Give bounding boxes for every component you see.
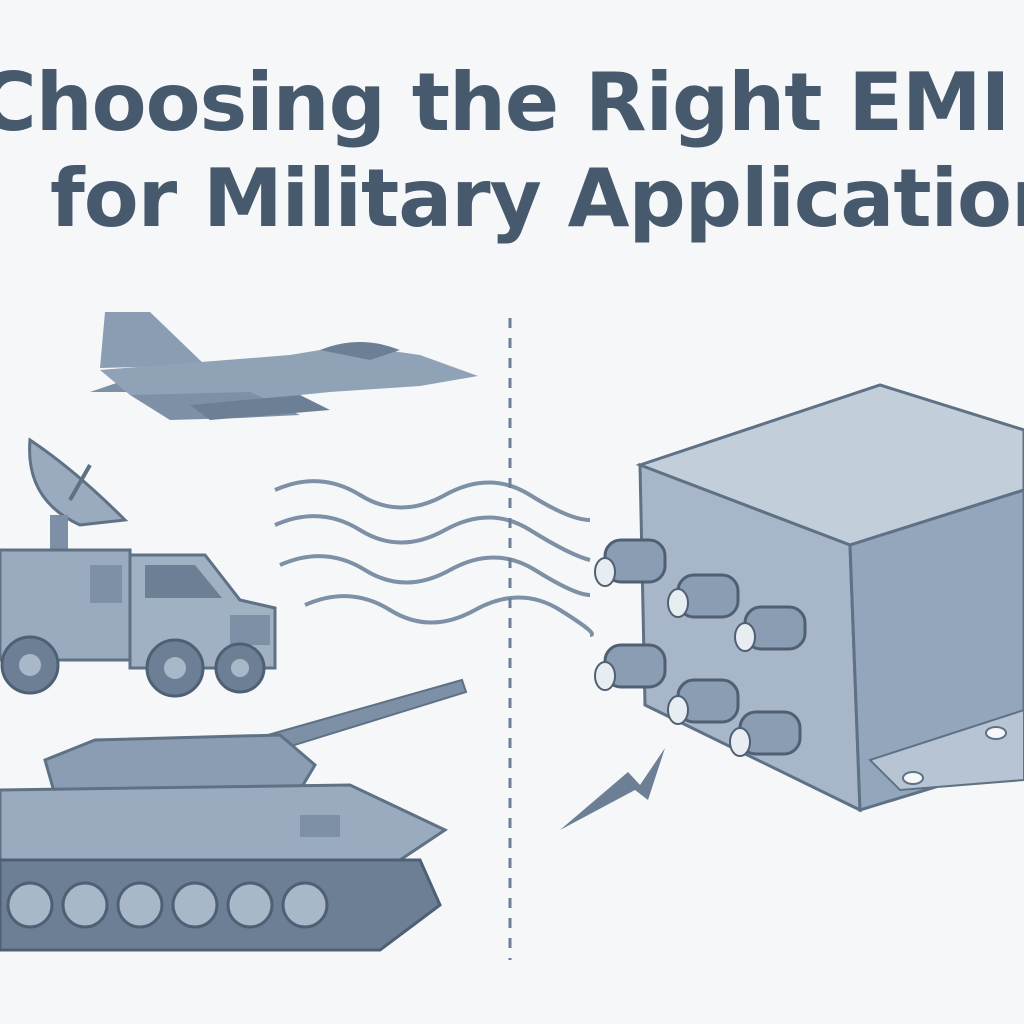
title-line-2: for Military Applications xyxy=(50,152,1024,245)
filter-connectors xyxy=(603,538,807,756)
radar-truck-icon xyxy=(0,437,277,698)
title-line-1: Choosing the Right EMI Filter xyxy=(0,56,1024,149)
tank-icon xyxy=(0,678,468,952)
emi-waves-icon xyxy=(274,479,594,637)
fighter-jet-icon xyxy=(90,312,478,420)
emi-filter-box-icon xyxy=(594,383,1024,813)
lightning-bolt-icon xyxy=(560,748,665,830)
